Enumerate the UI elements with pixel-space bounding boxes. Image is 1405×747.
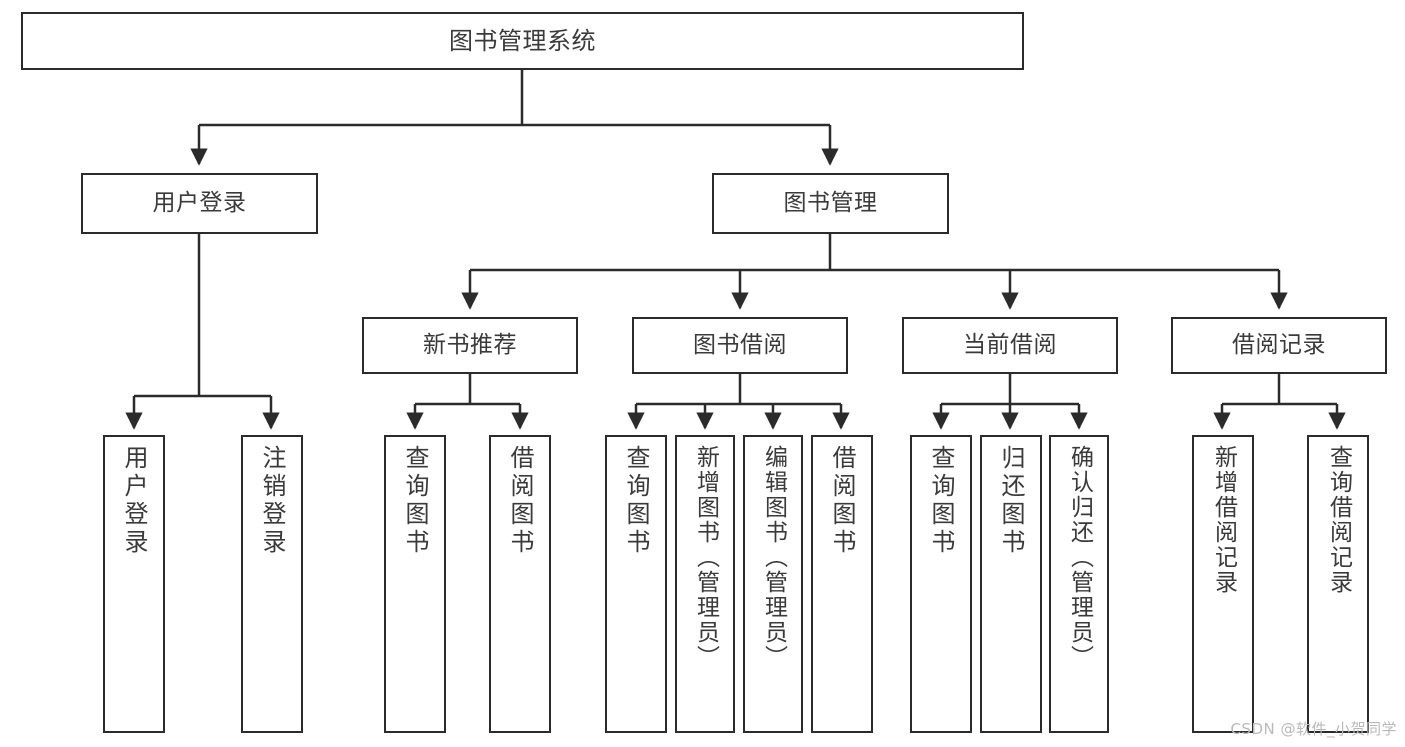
node-label: 新增图书（管理员） — [692, 445, 719, 670]
node-book-borrow[interactable]: 图书借阅 — [632, 317, 848, 374]
node-leaf-logout[interactable]: 注销登录 — [241, 435, 303, 733]
node-user-login[interactable]: 用户登录 — [81, 173, 318, 234]
node-label: 借阅图书 — [828, 445, 856, 557]
node-label: 查询图书 — [622, 445, 650, 557]
node-leaf-borrow-book-2[interactable]: 借阅图书 — [811, 435, 873, 733]
node-label: 当前借阅 — [963, 331, 1057, 358]
node-label: 归还图书 — [997, 445, 1025, 557]
node-book-management[interactable]: 图书管理 — [712, 173, 949, 234]
node-label: 用户登录 — [152, 189, 247, 216]
node-label: 确认归还（管理员） — [1066, 445, 1093, 670]
node-label: 新书推荐 — [423, 331, 517, 358]
node-label: 图书管理 — [783, 189, 878, 216]
node-new-book-recommend[interactable]: 新书推荐 — [362, 317, 578, 374]
node-borrow-record[interactable]: 借阅记录 — [1171, 317, 1387, 374]
node-leaf-query-book-1[interactable]: 查询图书 — [384, 435, 446, 733]
node-leaf-borrow-book-1[interactable]: 借阅图书 — [489, 435, 551, 733]
node-leaf-user-login[interactable]: 用户登录 — [103, 435, 165, 733]
node-label: 用户登录 — [120, 445, 148, 557]
csdn-watermark: CSDN @软件_小贺同学 — [1230, 720, 1397, 738]
node-leaf-add-record[interactable]: 新增借阅记录 — [1192, 435, 1254, 733]
node-label: 图书管理系统 — [449, 26, 596, 55]
node-leaf-edit-book[interactable]: 编辑图书（管理员） — [743, 435, 803, 733]
node-label: 借阅记录 — [1232, 331, 1326, 358]
node-label: 编辑图书（管理员） — [760, 445, 787, 670]
node-leaf-query-book-3[interactable]: 查询图书 — [910, 435, 972, 733]
node-label: 新增借阅记录 — [1210, 445, 1237, 595]
node-root-system[interactable]: 图书管理系统 — [21, 12, 1024, 70]
node-label: 图书借阅 — [693, 331, 787, 358]
node-leaf-return-book[interactable]: 归还图书 — [980, 435, 1042, 733]
node-leaf-confirm-return[interactable]: 确认归还（管理员） — [1049, 435, 1109, 733]
node-label: 查询借阅记录 — [1325, 445, 1352, 595]
node-leaf-query-book-2[interactable]: 查询图书 — [605, 435, 667, 733]
node-leaf-query-record[interactable]: 查询借阅记录 — [1307, 435, 1369, 733]
node-label: 借阅图书 — [506, 445, 534, 557]
node-label: 注销登录 — [258, 445, 286, 557]
node-label: 查询图书 — [401, 445, 429, 557]
node-current-borrow[interactable]: 当前借阅 — [902, 317, 1118, 374]
node-label: 查询图书 — [927, 445, 955, 557]
node-leaf-add-book[interactable]: 新增图书（管理员） — [675, 435, 735, 733]
